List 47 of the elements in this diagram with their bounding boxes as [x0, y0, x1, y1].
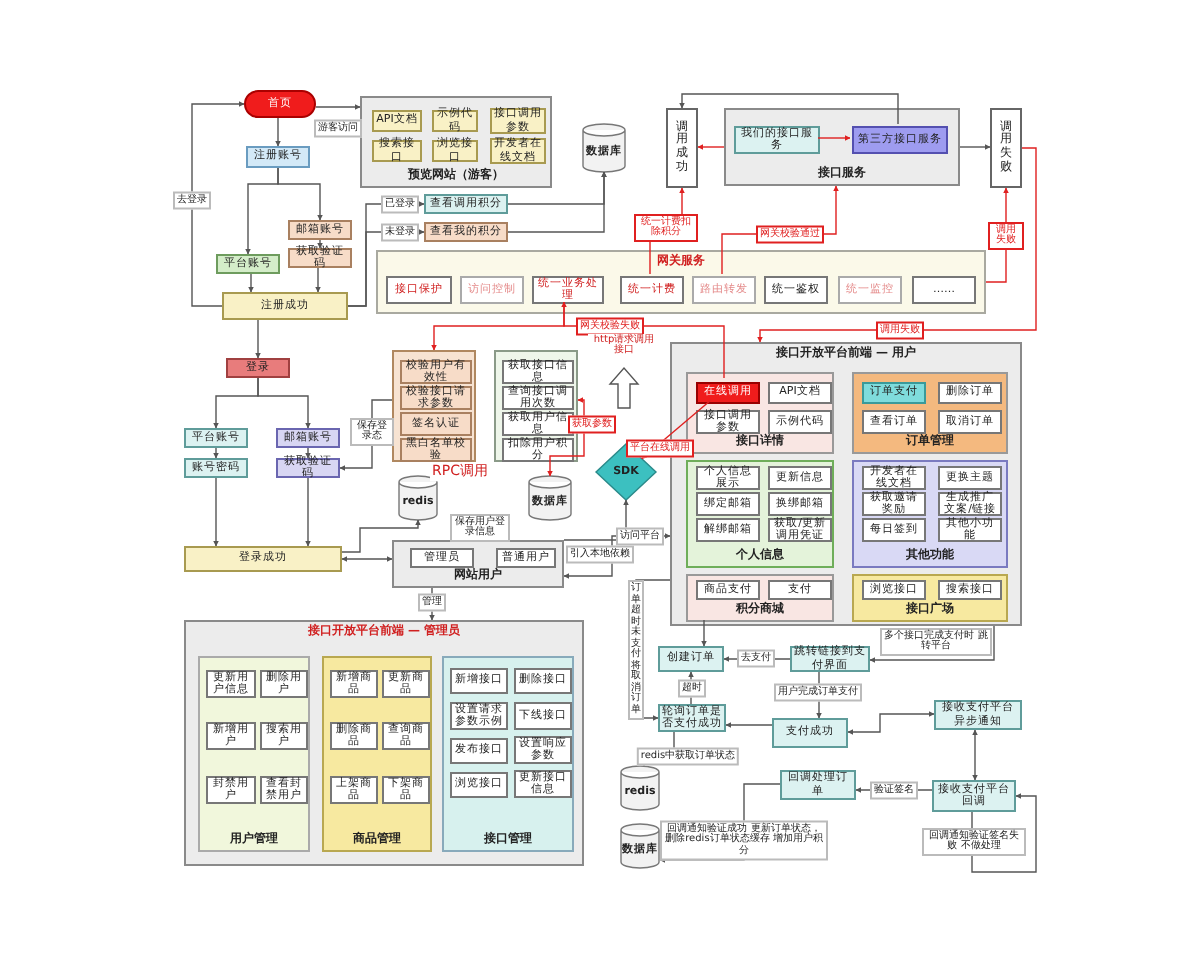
- arrow: [688, 671, 694, 705]
- group-panel: [392, 540, 564, 588]
- group-panel: [686, 574, 834, 622]
- arrow: [305, 447, 311, 459]
- arrow: [869, 625, 995, 663]
- group-panel: [724, 108, 960, 186]
- group-panel: [852, 372, 1008, 454]
- arrow: [213, 477, 219, 547]
- arrow: [275, 117, 281, 147]
- arrow: [255, 319, 261, 359]
- arrow: [817, 135, 851, 141]
- arrow: [248, 273, 254, 293]
- arrow: [985, 187, 1009, 283]
- group-panel: [392, 350, 476, 462]
- group-panel: [686, 460, 834, 568]
- arrow: [757, 147, 1037, 343]
- group-panel: [376, 250, 986, 314]
- arrow: [959, 144, 991, 150]
- arrow: [305, 477, 311, 547]
- arrow: [317, 239, 323, 249]
- arrow: [277, 167, 323, 221]
- arrow: [315, 267, 321, 293]
- arrow: [315, 104, 361, 110]
- group-panel: [198, 656, 310, 852]
- arrow: [213, 447, 219, 459]
- arrow: [257, 377, 311, 429]
- arrow: [679, 93, 899, 125]
- arrow: [547, 397, 585, 477]
- arrow: [563, 499, 629, 541]
- group-panel: [852, 574, 1008, 622]
- arrow: [701, 619, 707, 647]
- arrow: [972, 729, 978, 781]
- arrow: [431, 301, 565, 351]
- arrow: [191, 101, 245, 307]
- group-panel: [442, 656, 574, 852]
- arrow: [847, 711, 935, 735]
- arrow: [697, 144, 725, 150]
- group-panel: [670, 342, 1022, 626]
- arrow: [341, 556, 393, 562]
- group-panel: [322, 656, 432, 852]
- group-panel: [686, 372, 834, 454]
- arrow: [725, 722, 773, 728]
- group-panel: [852, 460, 1008, 568]
- group-panel: [184, 620, 584, 866]
- group-panel: [360, 96, 552, 188]
- arrow: [507, 171, 607, 233]
- arrow: [341, 519, 421, 553]
